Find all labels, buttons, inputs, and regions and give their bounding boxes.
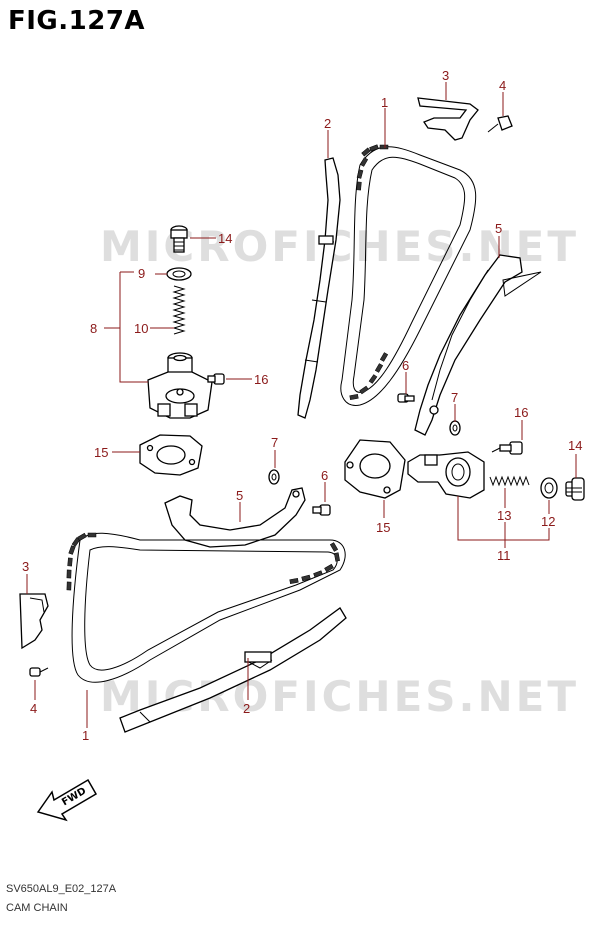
callout-12: 12 (541, 514, 555, 529)
callout-4-upper: 4 (499, 78, 506, 93)
callout-5-upper: 5 (495, 221, 502, 236)
callout-5-lower: 5 (236, 488, 243, 503)
callout-13: 13 (497, 508, 511, 523)
fwd-arrow-icon: FWD (36, 778, 98, 822)
bolt-4-lower (29, 667, 49, 677)
callout-14-left: 14 (218, 231, 232, 246)
washer-7-upper (449, 420, 461, 436)
callout-15-left: 15 (94, 445, 108, 460)
guide-bracket-3-upper (417, 97, 479, 141)
cap-bolt-14-left (170, 225, 188, 253)
callout-3-lower: 3 (22, 559, 29, 574)
tensioner-body-8-left (147, 352, 213, 419)
cap-bolt-14-right (565, 477, 585, 501)
callout-8: 8 (90, 321, 97, 336)
chain-guide-lower (119, 607, 347, 733)
diagram-name: CAM CHAIN (6, 902, 68, 914)
bolt-6-lower (312, 504, 331, 516)
callout-3-upper: 3 (442, 68, 449, 83)
leader-lines (26, 82, 577, 728)
callout-10: 10 (134, 321, 148, 336)
callout-14-right: 14 (568, 438, 582, 453)
callout-6-lower: 6 (321, 468, 328, 483)
bolt-4-upper (487, 115, 513, 133)
gasket-15-right (344, 439, 406, 499)
callout-7-lower: 7 (271, 435, 278, 450)
spring-13-right (489, 475, 530, 487)
washer-7-lower (268, 469, 280, 485)
diagram-code: SV650AL9_E02_127A (6, 883, 117, 895)
gasket-12-right (540, 477, 558, 499)
callout-labels: 1 1 2 2 3 3 4 4 5 5 6 6 7 7 8 9 10 11 12… (22, 68, 582, 743)
bolt-6-upper (397, 393, 415, 403)
guide-bracket-3-lower (19, 593, 49, 650)
callout-16-left: 16 (254, 372, 268, 387)
callout-9: 9 (138, 266, 145, 281)
gasket-9-left (166, 267, 192, 281)
tensioner-body-11-right (407, 451, 485, 499)
bolt-16-right (491, 441, 523, 455)
tensioner-shoe-lower (164, 487, 306, 548)
chain-links-lower (66, 532, 340, 591)
callout-15-right: 15 (376, 520, 390, 535)
bolt-16-left (207, 373, 225, 385)
callout-2-upper: 2 (324, 116, 331, 131)
callout-1-upper: 1 (381, 95, 388, 110)
callout-6-upper: 6 (402, 358, 409, 373)
callout-11: 11 (497, 548, 511, 563)
callout-7-upper: 7 (451, 390, 458, 405)
spring-10-left (172, 285, 186, 335)
gasket-15-left (139, 434, 203, 476)
callout-16-right: 16 (514, 405, 528, 420)
callout-2-lower: 2 (243, 701, 250, 716)
chain-links-upper (349, 144, 389, 400)
callout-1-lower: 1 (82, 728, 89, 743)
figure-title: FIG.127A (8, 6, 146, 36)
callout-4-lower: 4 (30, 701, 37, 716)
tensioner-shoe-upper (414, 254, 542, 436)
cam-chain-upper (340, 144, 477, 406)
cam-chain-lower (66, 532, 346, 683)
chain-guide-upper (297, 157, 341, 419)
